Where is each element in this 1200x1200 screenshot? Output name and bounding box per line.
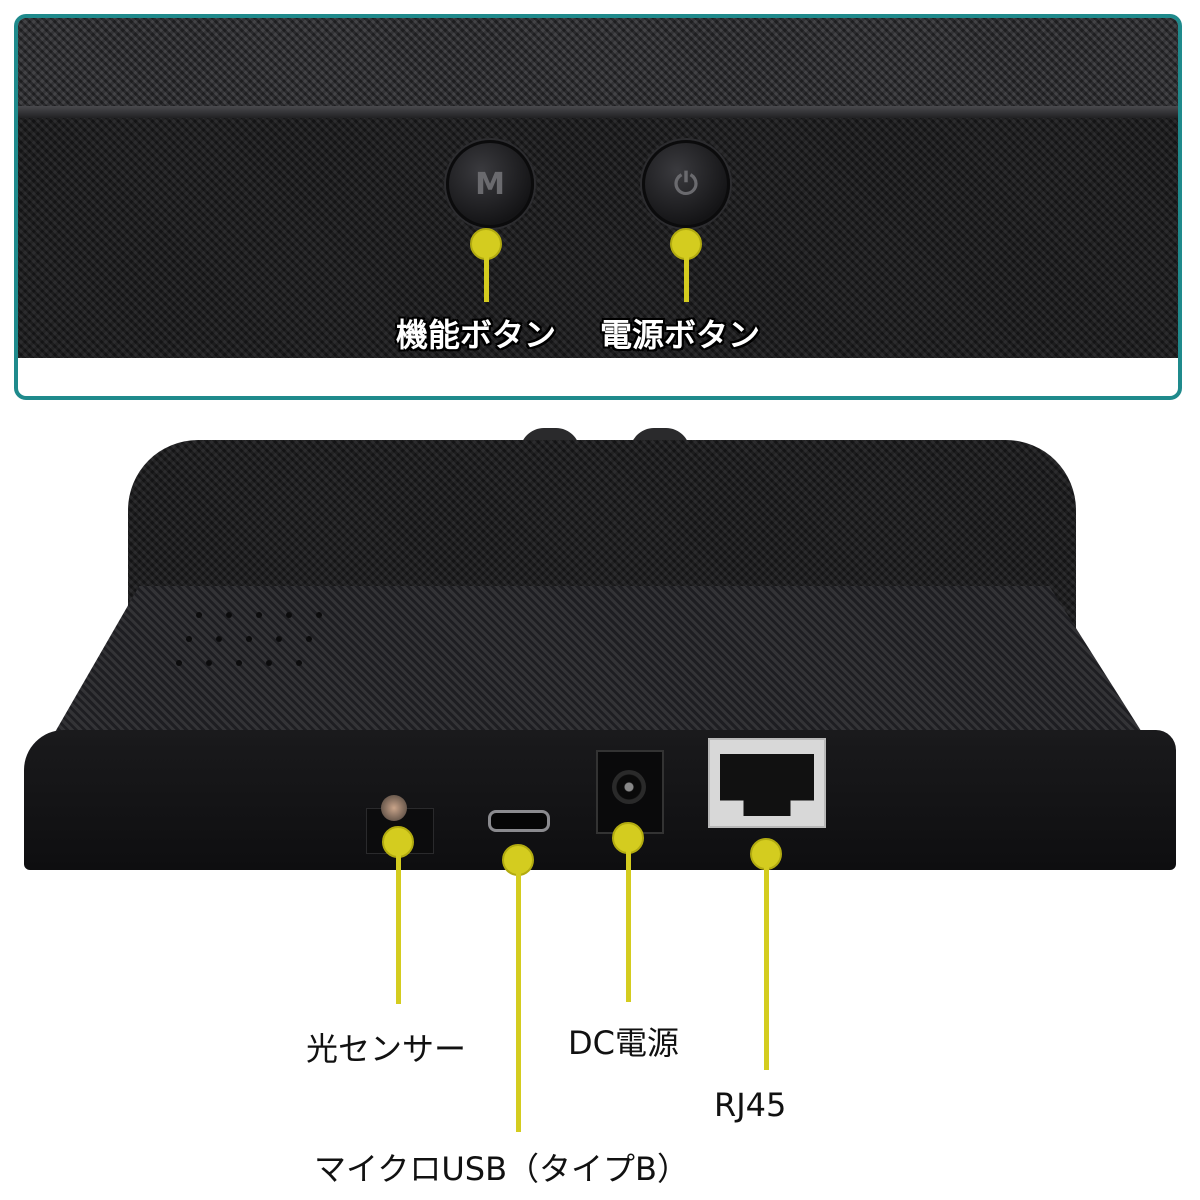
function-button-label: 機能ボタン [396,316,557,354]
vent-hole [196,612,202,618]
dc-jack-hole [612,770,646,804]
power-button[interactable]: ⏻ [642,140,730,228]
rj45-socket [720,754,814,816]
callout-line-function [484,254,489,302]
dc-power-label: DC電源 [568,1024,679,1062]
micro-usb-label: マイクロUSB（タイプB） [314,1150,690,1188]
vent-hole [216,636,222,642]
micro-usb-port[interactable] [488,810,550,832]
rj45-port[interactable] [708,738,826,828]
callout-line-light-sensor [396,852,401,1004]
device-top-edge [18,106,1178,120]
vent-hole [206,660,212,666]
callout-line-dc-power [626,848,631,1002]
vent-hole [236,660,242,666]
callout-line-micro-usb [516,870,521,1132]
vent-hole [186,636,192,642]
function-button[interactable]: M [446,140,534,228]
light-sensor-label: 光センサー [306,1030,467,1068]
power-icon: ⏻ [674,166,698,202]
vent-hole [256,612,262,618]
function-m-icon: M [475,166,505,202]
vent-hole [266,660,272,666]
vent-hole [246,636,252,642]
callout-line-rj45 [764,864,769,1070]
vent-hole [286,612,292,618]
callout-line-power [684,254,689,302]
dc-power-jack[interactable] [596,750,664,834]
vent-hole [316,612,322,618]
vent-hole [306,636,312,642]
top-closeup-panel: M ⏻ 機能ボタン 電源ボタン [14,14,1182,400]
vent-hole [276,636,282,642]
rj45-label: RJ45 [714,1086,787,1124]
power-button-label: 電源ボタン [600,316,761,354]
device-top-surface [18,18,1178,110]
device-front-face [18,118,1178,358]
vent-hole [296,660,302,666]
vent-hole [226,612,232,618]
vent-hole [176,660,182,666]
light-sensor-lens [381,795,407,821]
